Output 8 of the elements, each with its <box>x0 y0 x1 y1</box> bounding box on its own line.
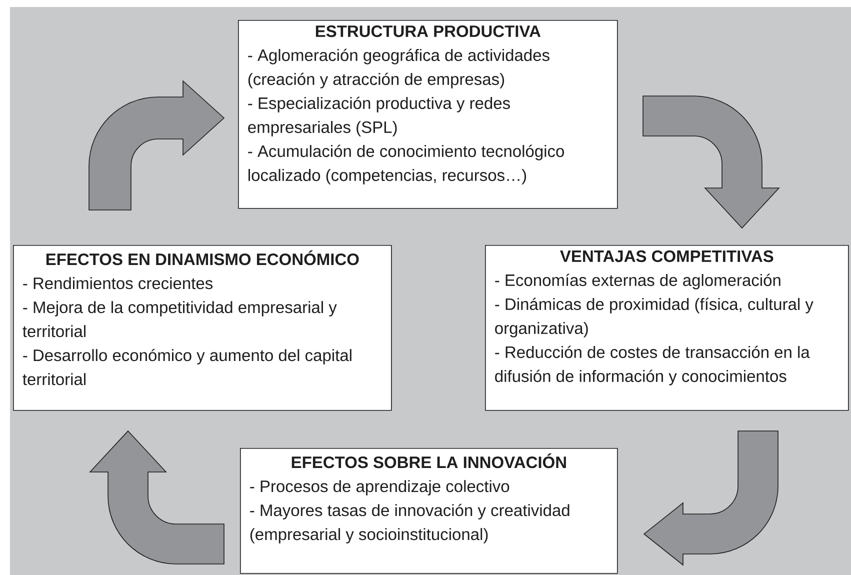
block-arrow <box>90 430 224 564</box>
block-arrow <box>644 430 778 566</box>
block-arrow <box>88 80 224 210</box>
block-arrow <box>642 96 780 228</box>
text-box: EFECTOS SOBRE LA INNOVACIÓN - Procesos de aprendizaje colectivo - Mayores tasas de innovación y creatividad (empresarial y socioinstitucional) <box>240 448 618 574</box>
text-box: ESTRUCTURA PRODUCTIVA - Aglomeración geográfica de actividades (creación y atracción de empresas) - Especialización productiva y redes empresariales (SPL) - Acumulación de conocimiento tecnológico localizado (competencias, recursos…) <box>238 20 618 209</box>
text-box: EFECTOS EN DINAMISMO ECONÓMICO - Rendimientos crecientes - Mejora de la competitividad empresarial y territorial - Desarrollo económico y aumento del capital territorial <box>13 245 392 411</box>
text-box: VENTAJAS COMPETITIVAS - Economías externas de aglomeración - Dinámicas de proximidad (física, cultural y organizativa) - Reducción de costes de transacción en la difusión de información y conocimientos <box>485 245 849 411</box>
